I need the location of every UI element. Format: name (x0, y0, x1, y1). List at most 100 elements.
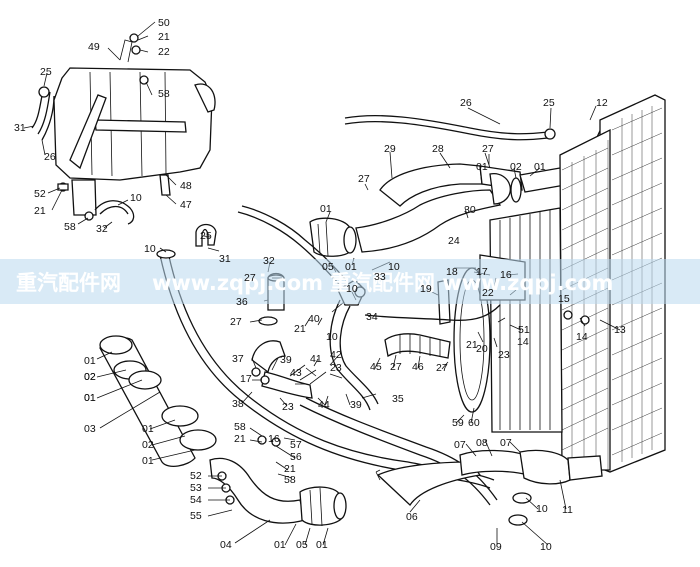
expansion-tank (53, 33, 216, 216)
part-number-label: 10 (540, 541, 552, 553)
part-number-label: 02 (84, 371, 96, 383)
part-number-label: 21 (158, 31, 170, 43)
part-number-label: 41 (310, 353, 322, 365)
part-number-label: 54 (190, 494, 202, 506)
part-number-label: 05 (296, 539, 308, 551)
part-number-label: 05 (322, 261, 334, 273)
part-number-label: 10 (144, 243, 156, 255)
part-number-label: 27 (230, 316, 242, 328)
part-number-label: 01 (274, 539, 286, 551)
tank-side-hoses (31, 86, 135, 225)
part-number-label: 01 (476, 161, 488, 173)
part-number-label: 23 (498, 349, 510, 361)
part-number-label: 22 (482, 287, 494, 299)
part-number-label: 21 (294, 323, 306, 335)
part-number-label: 24 (448, 235, 460, 247)
part-number-label: 55 (190, 510, 202, 522)
part-number-label: 07 (500, 437, 512, 449)
part-number-label: 38 (232, 398, 244, 410)
part-number-label: 01 (142, 455, 154, 467)
part-number-label: 09 (490, 541, 502, 553)
part-number-label: 26 (460, 97, 472, 109)
part-number-label: 33 (374, 271, 386, 283)
part-number-label: 25 (40, 66, 52, 78)
part-number-label: 06 (406, 511, 418, 523)
watermark-text-left: 重汽配件网 (16, 271, 121, 295)
part-number-label: 25 (200, 230, 212, 242)
part-number-label: 28 (432, 143, 444, 155)
part-number-label: 52 (190, 470, 202, 482)
part-number-label: 39 (350, 399, 362, 411)
part-number-label: 51 (518, 324, 530, 336)
part-number-label: 44 (318, 399, 330, 411)
part-number-label: 53 (190, 482, 202, 494)
part-number-label: 02 (84, 371, 96, 383)
part-number-label: 40 (308, 313, 320, 325)
part-number-label: 21 (234, 433, 246, 445)
part-number-label: 03 (84, 423, 96, 435)
part-number-label: 10 (130, 192, 142, 204)
upper-hoses (195, 114, 613, 286)
part-number-label: 31 (219, 253, 231, 265)
part-number-label: 16 (500, 269, 512, 281)
part-number-label: 49 (88, 41, 100, 53)
part-number-label: 18 (446, 266, 458, 278)
watermark-text-middle: www.zqpj.com (152, 271, 323, 295)
part-number-label: 10 (346, 283, 358, 295)
part-number-label: 14 (576, 331, 588, 343)
part-number-label: 27 (482, 143, 494, 155)
part-number-label: 02 (510, 161, 522, 173)
part-number-label: 42 (330, 349, 342, 361)
part-number-label: 17 (476, 266, 488, 278)
part-number-label: 27 (244, 272, 256, 284)
part-number-label: 47 (180, 199, 192, 211)
part-number-label: 11 (562, 504, 573, 516)
part-number-label: 20 (476, 343, 488, 355)
part-number-label: 58 (234, 421, 246, 433)
part-number-label: 01 (534, 161, 546, 173)
part-number-label: 21 (284, 463, 296, 475)
part-number-label: 10 (388, 261, 400, 273)
watermark: 重汽配件网 www.zqpj.com 重汽配件网 www.zqpj.com (0, 259, 700, 304)
part-number-label: 17 (240, 373, 252, 385)
part-number-label: 35 (392, 393, 404, 405)
part-number-label: 43 (290, 367, 302, 379)
part-number-label: 22 (158, 46, 170, 58)
part-number-label: 56 (290, 451, 302, 463)
part-number-label: 59 (452, 417, 464, 429)
part-number-label: 32 (263, 255, 275, 267)
part-number-label: 04 (220, 539, 232, 551)
watermark-band (0, 259, 700, 304)
part-number-label: 29 (384, 143, 396, 155)
part-number-label: 01 (345, 261, 357, 273)
part-number-label: 58 (64, 221, 76, 233)
part-number-label: 58 (284, 474, 296, 486)
part-number-label: 27 (390, 361, 402, 373)
part-number-label: 50 (158, 17, 170, 29)
part-number-label: 01 (84, 355, 96, 367)
part-number-label: 31 (14, 122, 26, 134)
part-number-label: 23 (330, 362, 342, 374)
part-number-label: 08 (476, 437, 488, 449)
part-number-label: 46 (412, 361, 424, 373)
watermark-text-right: 重汽配件网 www.zqpj.com (330, 271, 613, 295)
part-number-label: 21 (466, 339, 478, 351)
part-number-label: 58 (158, 88, 170, 100)
part-number-label: 60 (468, 417, 480, 429)
part-number-label: 15 (558, 293, 570, 305)
charge-air-pipes (99, 335, 603, 527)
part-number-label: 01 (320, 203, 332, 215)
part-number-label: 45 (370, 361, 382, 373)
part-number-label: 48 (180, 180, 192, 192)
part-number-label: 30 (464, 204, 476, 216)
part-number-label: 10 (536, 503, 548, 515)
part-number-label: 21 (34, 205, 46, 217)
part-number-label: 13 (614, 324, 626, 336)
part-number-label: 14 (517, 336, 529, 348)
part-number-label: 07 (454, 439, 466, 451)
part-number-label: 12 (596, 97, 608, 109)
part-number-label: 25 (543, 97, 555, 109)
